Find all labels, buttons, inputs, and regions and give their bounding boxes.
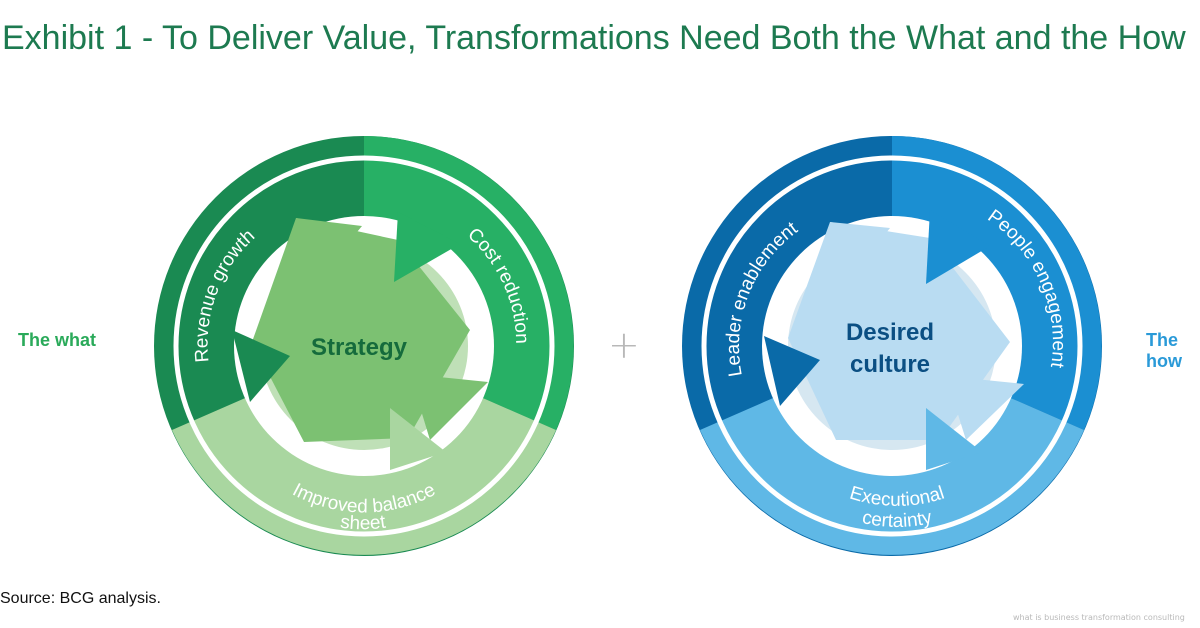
green-ring-line — [173, 155, 555, 537]
source-note: Source: BCG analysis. — [0, 590, 161, 608]
source-label: Source: — [0, 590, 56, 607]
blue-arrow-left — [764, 336, 820, 406]
strategy-wheel — [154, 136, 574, 556]
blue-arrow-right — [926, 210, 990, 284]
blue-arrow-top — [830, 222, 890, 276]
certainty-label: certainty — [860, 507, 934, 532]
page-title: Exhibit 1 - To Deliver Value, Transforma… — [2, 19, 1186, 57]
culture-label: culture — [850, 351, 930, 378]
strategy-label: Strategy — [311, 334, 408, 361]
sheet-label: sheet — [339, 512, 387, 535]
watermark: what is business transformation consulti… — [1013, 613, 1185, 622]
green-arrow-bottom — [390, 408, 446, 470]
desired-label: Desired — [846, 319, 934, 346]
green-arrow-top — [296, 218, 362, 272]
green-arrow-right — [394, 212, 460, 282]
the-how-label: The how — [1146, 330, 1182, 371]
blue-ring-line — [701, 155, 1083, 537]
blue-arrow-bottom — [926, 408, 982, 470]
plus-icon: + — [608, 323, 640, 367]
green-arrow-br — [410, 374, 488, 440]
green-arrow-left — [232, 330, 290, 402]
blue-arrow-br — [946, 376, 1024, 440]
source-text: BCG analysis. — [55, 590, 161, 607]
the-what-label: The what — [18, 330, 97, 350]
culture-wheel — [682, 136, 1102, 556]
